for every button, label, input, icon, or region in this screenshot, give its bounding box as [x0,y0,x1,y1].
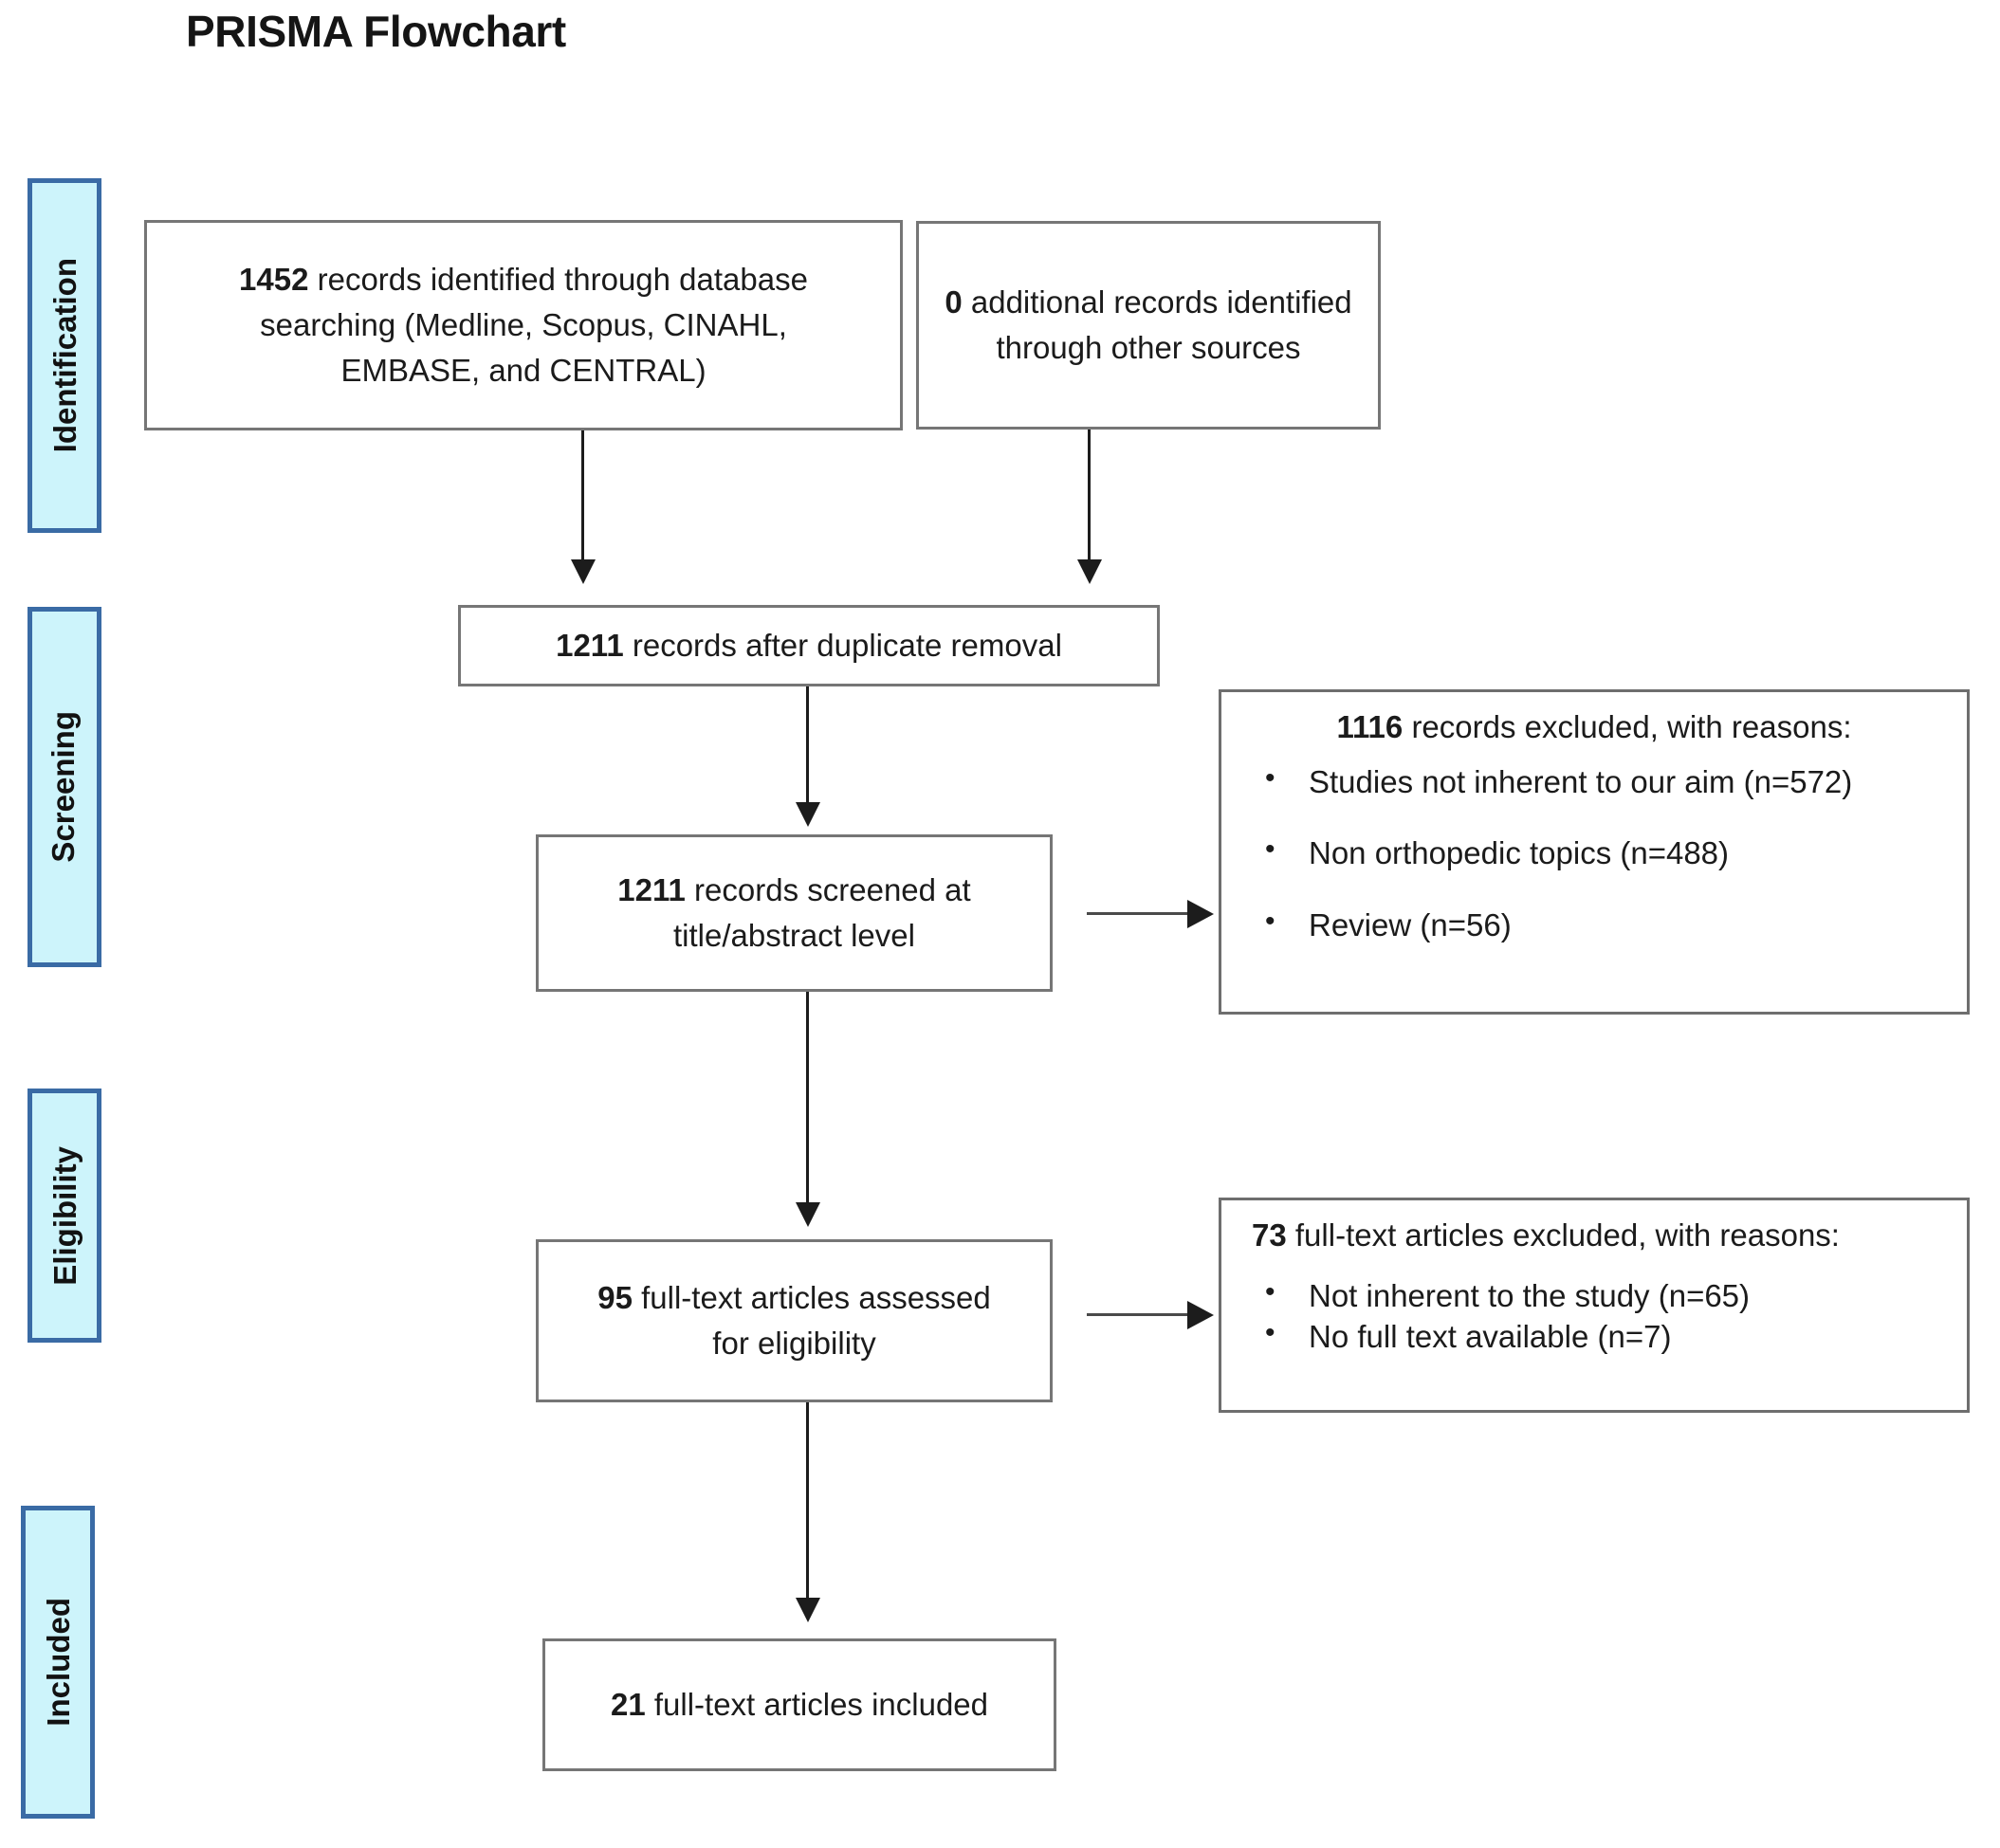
box-line: 95 full-text articles assessed [539,1275,1050,1321]
box-articles-included: 21 full-text articles included [542,1638,1056,1771]
record-count: 1452 [239,262,309,298]
connector-db-to-dedup [581,430,584,563]
stage-band-screening: Screening [28,607,101,967]
box-fulltext-assessed: 95 full-text articles assessed for eligi… [536,1239,1053,1402]
box-line: 0 additional records identified [919,280,1378,325]
record-count: 21 [610,1687,646,1723]
box-text: records identified through database [317,262,808,298]
connector-fulltext-to-included [806,1402,809,1601]
connector-fulltext-to-excluded [1087,1313,1191,1316]
stage-band-included: Included [21,1506,95,1819]
stage-label-included: Included [40,1598,76,1727]
list-item: Non orthopedic topics (n=488) [1244,832,1944,872]
box-text: additional records identified [970,284,1352,320]
list-item: Review (n=56) [1244,903,1944,944]
excluded-reason-list: Studies not inherent to our aim (n=572) … [1244,760,1944,944]
excluded-heading: 73 full-text articles excluded, with rea… [1244,1217,1944,1253]
box-line: through other sources [996,330,1301,365]
connector-other-to-dedup [1088,430,1091,563]
record-count: 1211 [617,872,686,908]
arrow-down-icon [796,802,820,827]
excluded-count: 73 [1252,1217,1287,1253]
stage-label-identification: Identification [46,258,83,453]
arrow-down-icon [1077,559,1102,584]
stage-band-eligibility: Eligibility [28,1089,101,1343]
box-line: for eligibility [712,1326,876,1361]
box-database-search: 1452 records identified through database… [144,220,903,430]
box-text: records screened at [694,872,971,908]
box-records-screened: 1211 records screened at title/abstract … [536,834,1053,992]
box-after-duplicate-removal: 1211 records after duplicate removal [458,605,1160,686]
excluded-reason-list: Not inherent to the study (n=65) No full… [1244,1274,1944,1357]
page-title: PRISMA Flowchart [186,7,566,56]
box-line: 1211 records screened at [539,868,1050,913]
connector-screened-to-fulltext [806,992,809,1206]
arrow-right-icon [1187,900,1214,928]
excluded-heading-text: records excluded, with reasons: [1411,709,1852,744]
record-count: 0 [945,284,963,320]
arrow-right-icon [1187,1301,1214,1329]
arrow-down-icon [796,1202,820,1227]
stage-label-screening: Screening [45,711,81,863]
record-count: 95 [597,1280,633,1316]
box-text: full-text articles assessed [641,1280,991,1316]
list-item: Studies not inherent to our aim (n=572) [1244,760,1944,801]
stage-band-identification: Identification [28,178,101,533]
box-text: records after duplicate removal [632,628,1062,664]
box-line: searching (Medline, Scopus, CINAHL, [260,307,787,343]
stage-label-eligibility: Eligibility [46,1145,83,1286]
excluded-heading: 1116 records excluded, with reasons: [1244,709,1944,745]
box-line: 1452 records identified through database [147,257,900,302]
list-item: Not inherent to the study (n=65) [1244,1274,1944,1315]
box-line: 21 full-text articles included [545,1682,1054,1728]
box-fulltext-excluded: 73 full-text articles excluded, with rea… [1219,1198,1970,1413]
box-other-sources: 0 additional records identified through … [916,221,1381,430]
box-records-excluded: 1116 records excluded, with reasons: Stu… [1219,689,1970,1015]
box-line: EMBASE, and CENTRAL) [340,352,706,388]
arrow-down-icon [571,559,596,584]
box-text: full-text articles included [653,1687,989,1723]
arrow-down-icon [796,1598,820,1622]
connector-dedup-to-screened [806,686,809,806]
list-item: No full text available (n=7) [1244,1315,1944,1356]
excluded-heading-text: full-text articles excluded, with reason… [1294,1217,1840,1253]
box-line: 1211 records after duplicate removal [461,623,1157,668]
record-count: 1211 [556,628,624,664]
excluded-count: 1116 [1336,709,1404,744]
connector-screened-to-excluded [1087,912,1191,915]
box-line: title/abstract level [673,918,915,953]
